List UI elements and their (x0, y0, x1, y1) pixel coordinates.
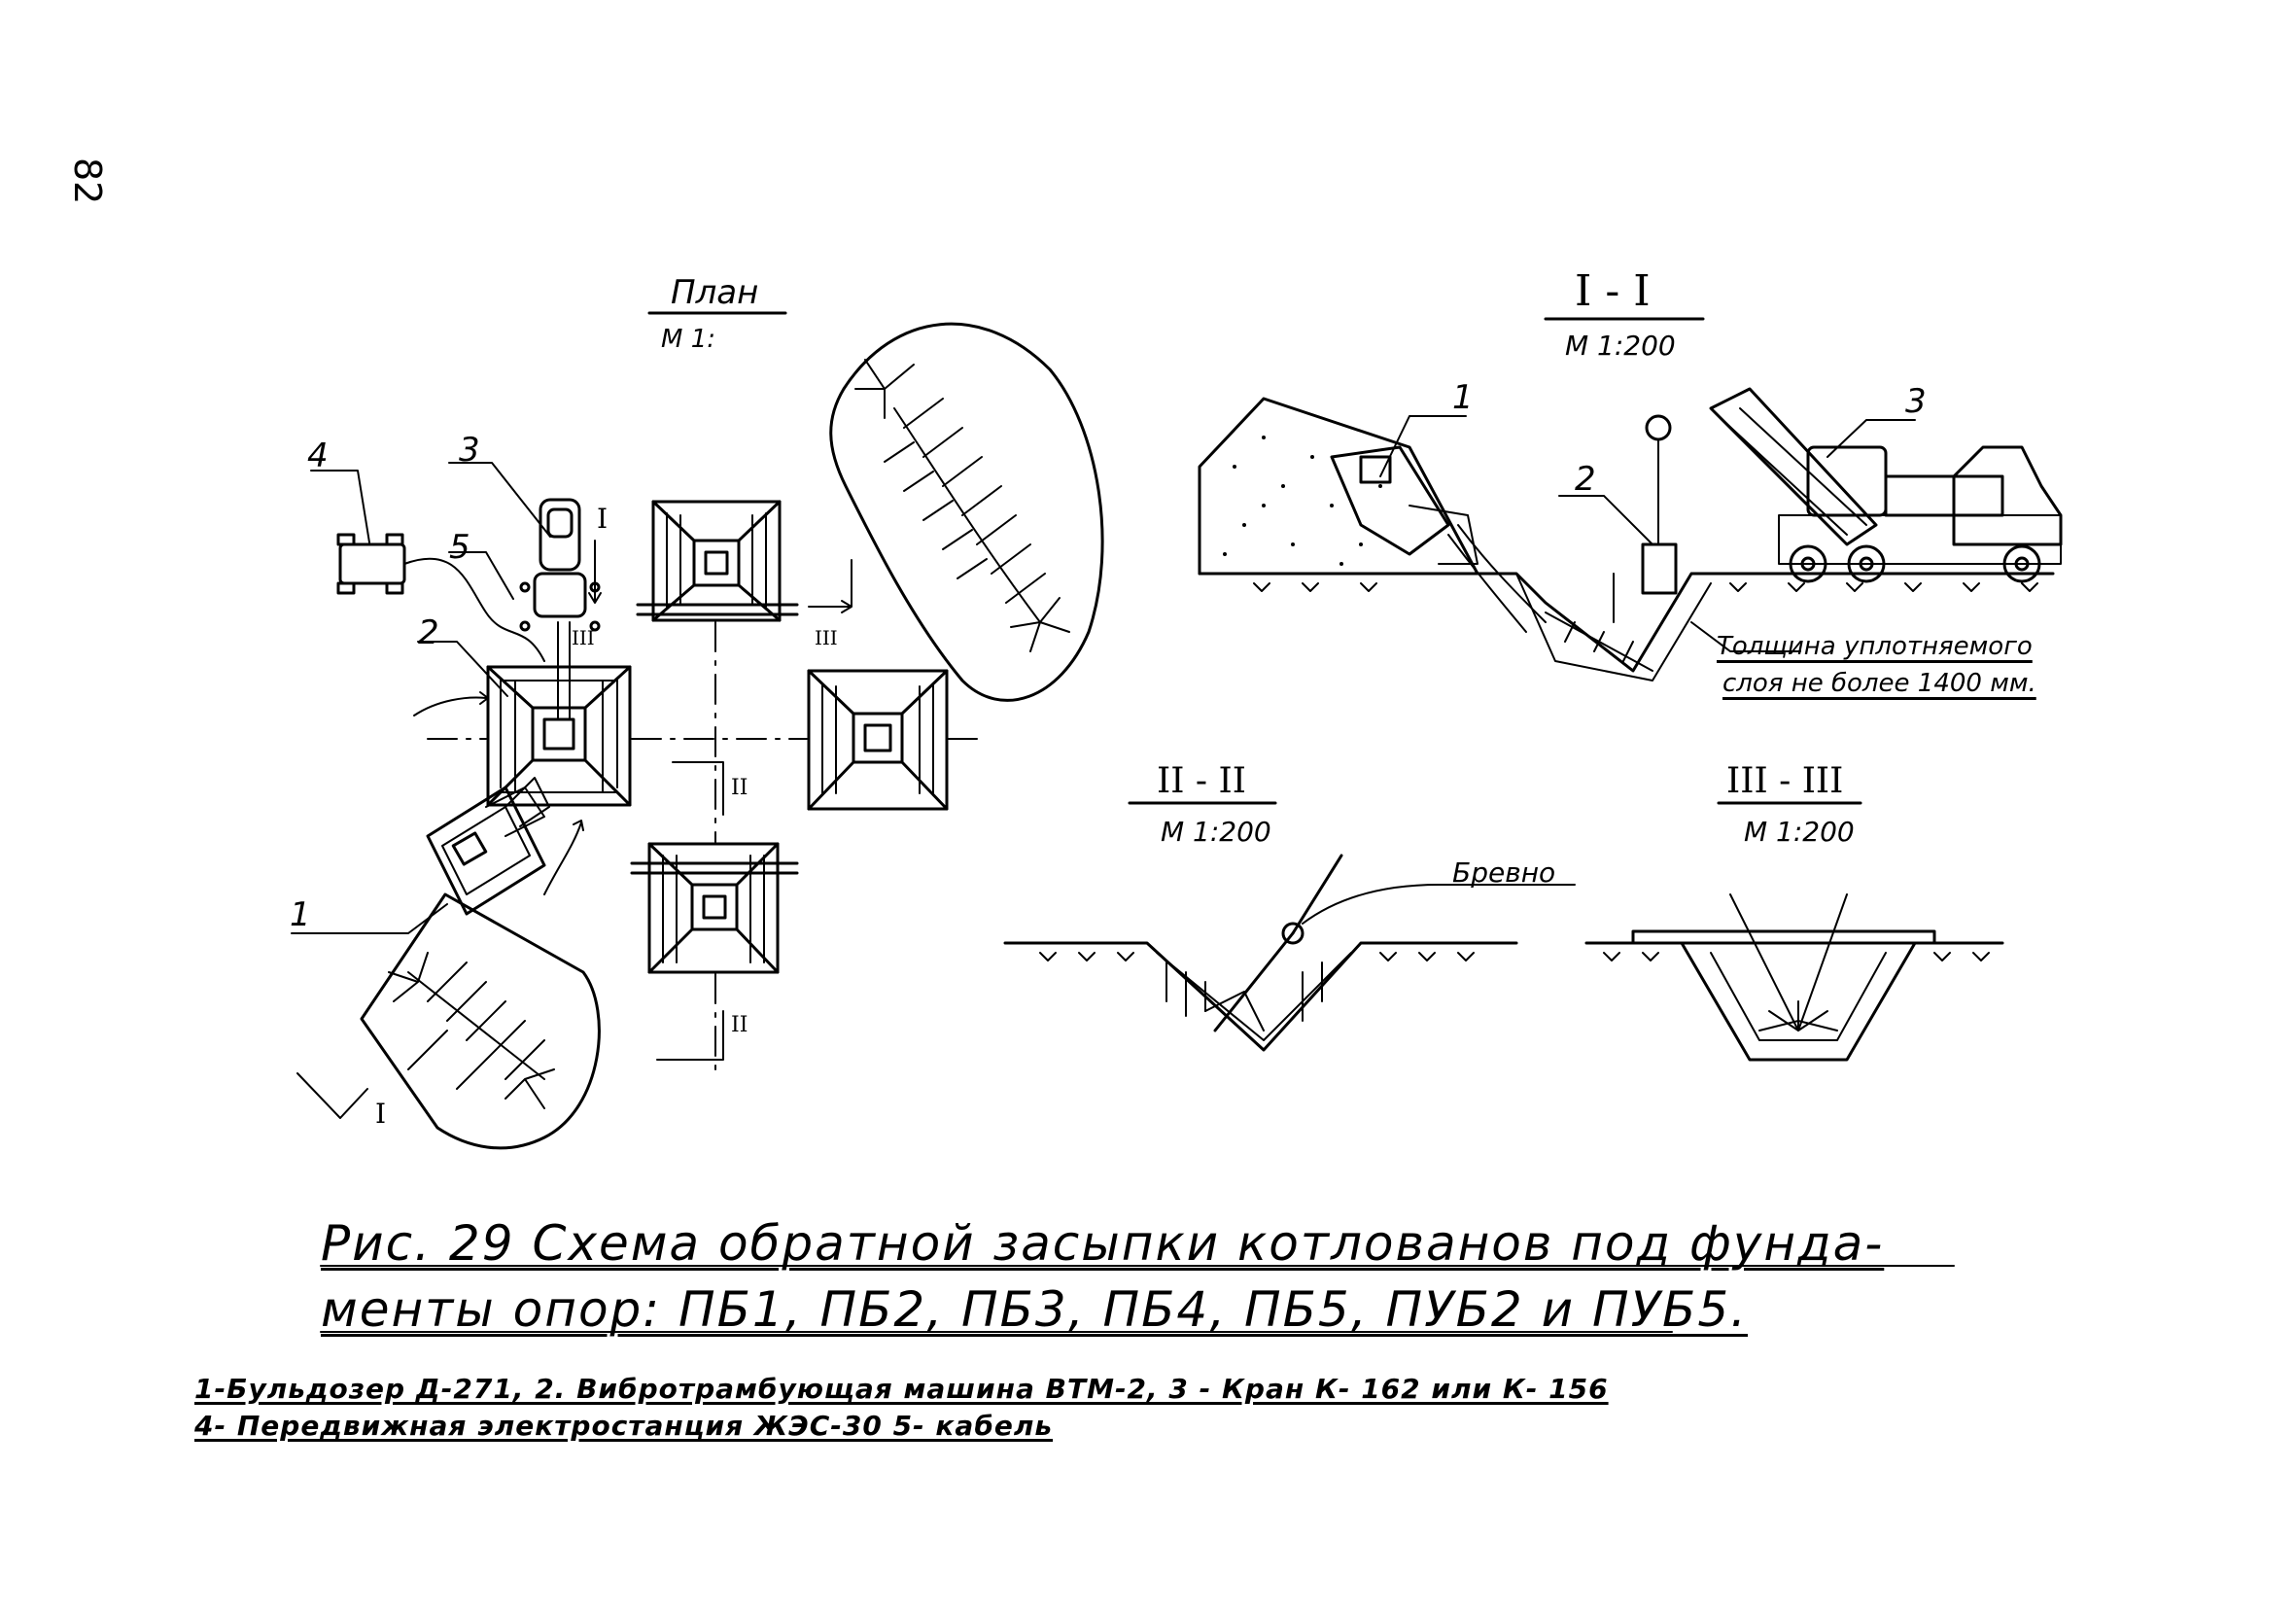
callout-3-section: 3 (1905, 382, 1927, 421)
log-label: Бревно (1452, 856, 1556, 889)
section-i-title: I - I (1575, 266, 1651, 316)
bulldozer-side (1330, 445, 1478, 565)
compaction-note-line1: Толщина уплотняемого (1717, 632, 2033, 661)
figure-caption-line2: менты опор: ПБ1, ПБ2, ПБ3, ПБ4, ПБ5, ПУБ… (321, 1281, 1749, 1338)
section-i-i-view (1198, 317, 2063, 682)
callout-4-plan: 4 (307, 437, 329, 475)
plan-scale: М 1: (661, 325, 715, 354)
callout-3-plan: 3 (459, 431, 480, 470)
soil-stipple (1223, 436, 1382, 566)
callout-5-plan: 5 (449, 528, 470, 567)
figure-caption-line1: Рис. 29 Схема обратной засыпки котловано… (321, 1215, 1885, 1272)
section-iii-iii-view (1584, 801, 2004, 1062)
callout-1-plan: 1 (290, 895, 311, 934)
crane-truck-side (1709, 387, 2063, 583)
spoil-pile-lower (360, 892, 601, 1150)
section-ii-title: II - II (1157, 761, 1246, 801)
bulldozer-plan (426, 777, 550, 916)
vibro-machine-side (1613, 414, 1678, 623)
section-iii-title: III - III (1726, 761, 1844, 801)
plan-view (291, 311, 1104, 1150)
cable (403, 557, 545, 662)
callout-2-plan: 2 (418, 613, 439, 652)
pit-top (636, 500, 799, 622)
pit-bottom (630, 842, 799, 974)
legend-line2: 4- Передвижная электростанция ЖЭС-30 5- … (194, 1410, 1054, 1442)
section-i-scale: М 1:200 (1565, 330, 1676, 362)
section-mark-ii-bottom: II (731, 1013, 748, 1037)
crane-plan (519, 498, 601, 720)
page-number: 82 (66, 157, 109, 205)
section-mark-iii-left: III (572, 626, 595, 649)
section-mark-ii-top: II (731, 776, 748, 800)
section-mark-iii-right: III (815, 626, 838, 649)
section-ii-scale: М 1:200 (1161, 816, 1271, 848)
section-mark-i-bottom: I (375, 1098, 387, 1130)
section-iii-scale: М 1:200 (1744, 816, 1855, 848)
compaction-note-line2: слоя не более 1400 мм. (1722, 669, 2036, 698)
spoil-pile-upper (829, 322, 1104, 702)
callout-1-section: 1 (1452, 378, 1474, 417)
plan-title: План (671, 273, 759, 312)
pit-right (807, 669, 949, 811)
section-ii-ii-view (1003, 801, 1576, 1052)
power-station-plan (336, 533, 406, 595)
section-mark-i-top: I (597, 503, 609, 535)
legend-line1: 1-Бульдозер Д-271, 2. Вибротрамбующая ма… (194, 1373, 1609, 1405)
callout-2-section: 2 (1575, 460, 1596, 499)
